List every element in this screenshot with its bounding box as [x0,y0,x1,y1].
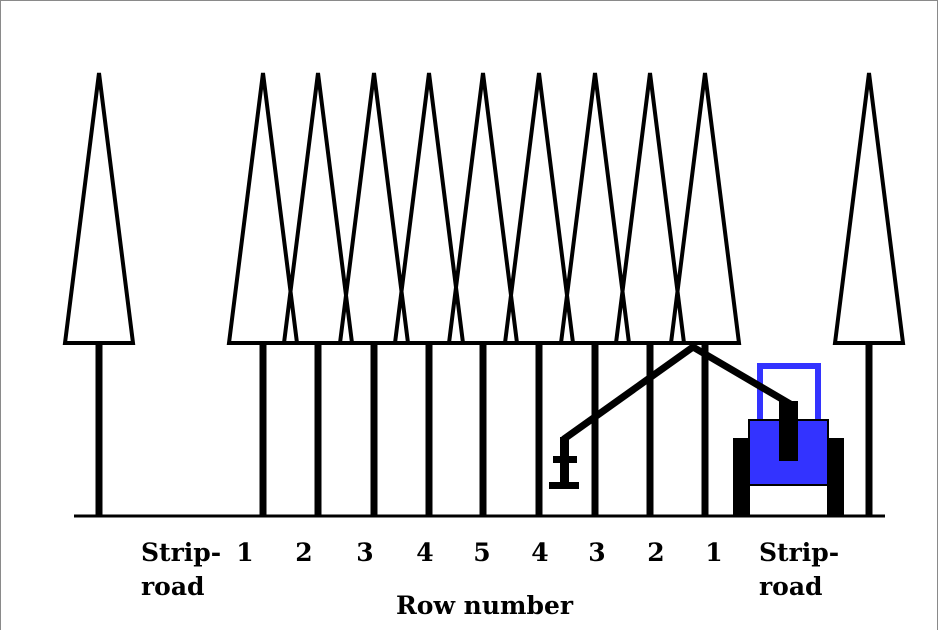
conifer-tree-icon [337,72,411,345]
harvester-head-icon [549,437,579,489]
harvester-wheel-right [827,438,844,516]
crane-jib [560,343,697,443]
row-number-label: 2 [295,538,313,567]
conifer-tree-icon [613,72,687,345]
tree-row-4-left [392,72,466,516]
conifer-tree-icon [832,72,906,345]
conifer-tree-icon [281,72,355,345]
conifer-tree-icon [62,72,136,345]
row-number-label: 1 [705,538,723,567]
row-number-label: 5 [473,538,491,567]
row-number-label: 4 [416,538,434,567]
tree-strip-road-left [62,72,136,516]
strip-road-right-label-line1: Strip- [759,538,840,567]
conifer-tree-icon [668,72,742,345]
row-number-label: 1 [236,538,254,567]
conifer-tree-icon [226,72,300,345]
conifer-tree-icon [502,72,576,345]
forest-harvester-icon [549,343,844,516]
tree-row-3-right [558,72,632,516]
strip-road-right-label-line2: road [759,572,823,601]
tree-row-2-right [613,72,687,516]
strip-road-left-label-line2: road [141,572,205,601]
conifer-tree-icon [558,72,632,345]
tree-row-3-left [337,72,411,516]
harvester-wheel-left [733,438,750,516]
tree-row-2-left [281,72,355,516]
crane-pillar [779,401,798,461]
crane-boom [689,343,796,409]
row-number-label: 4 [531,538,549,567]
tree-strip-road-right [832,72,906,516]
tree-row-1-left [226,72,300,516]
tree-row-5 [446,72,520,516]
row-number-label: 3 [588,538,606,567]
tree-row-4-right [502,72,576,516]
tree-row-1-right [668,72,742,516]
strip-road-left-label-line1: Strip- [141,538,222,567]
row-number-caption: Row number [396,591,574,620]
row-number-label: 2 [647,538,665,567]
row-number-label: 3 [356,538,374,567]
